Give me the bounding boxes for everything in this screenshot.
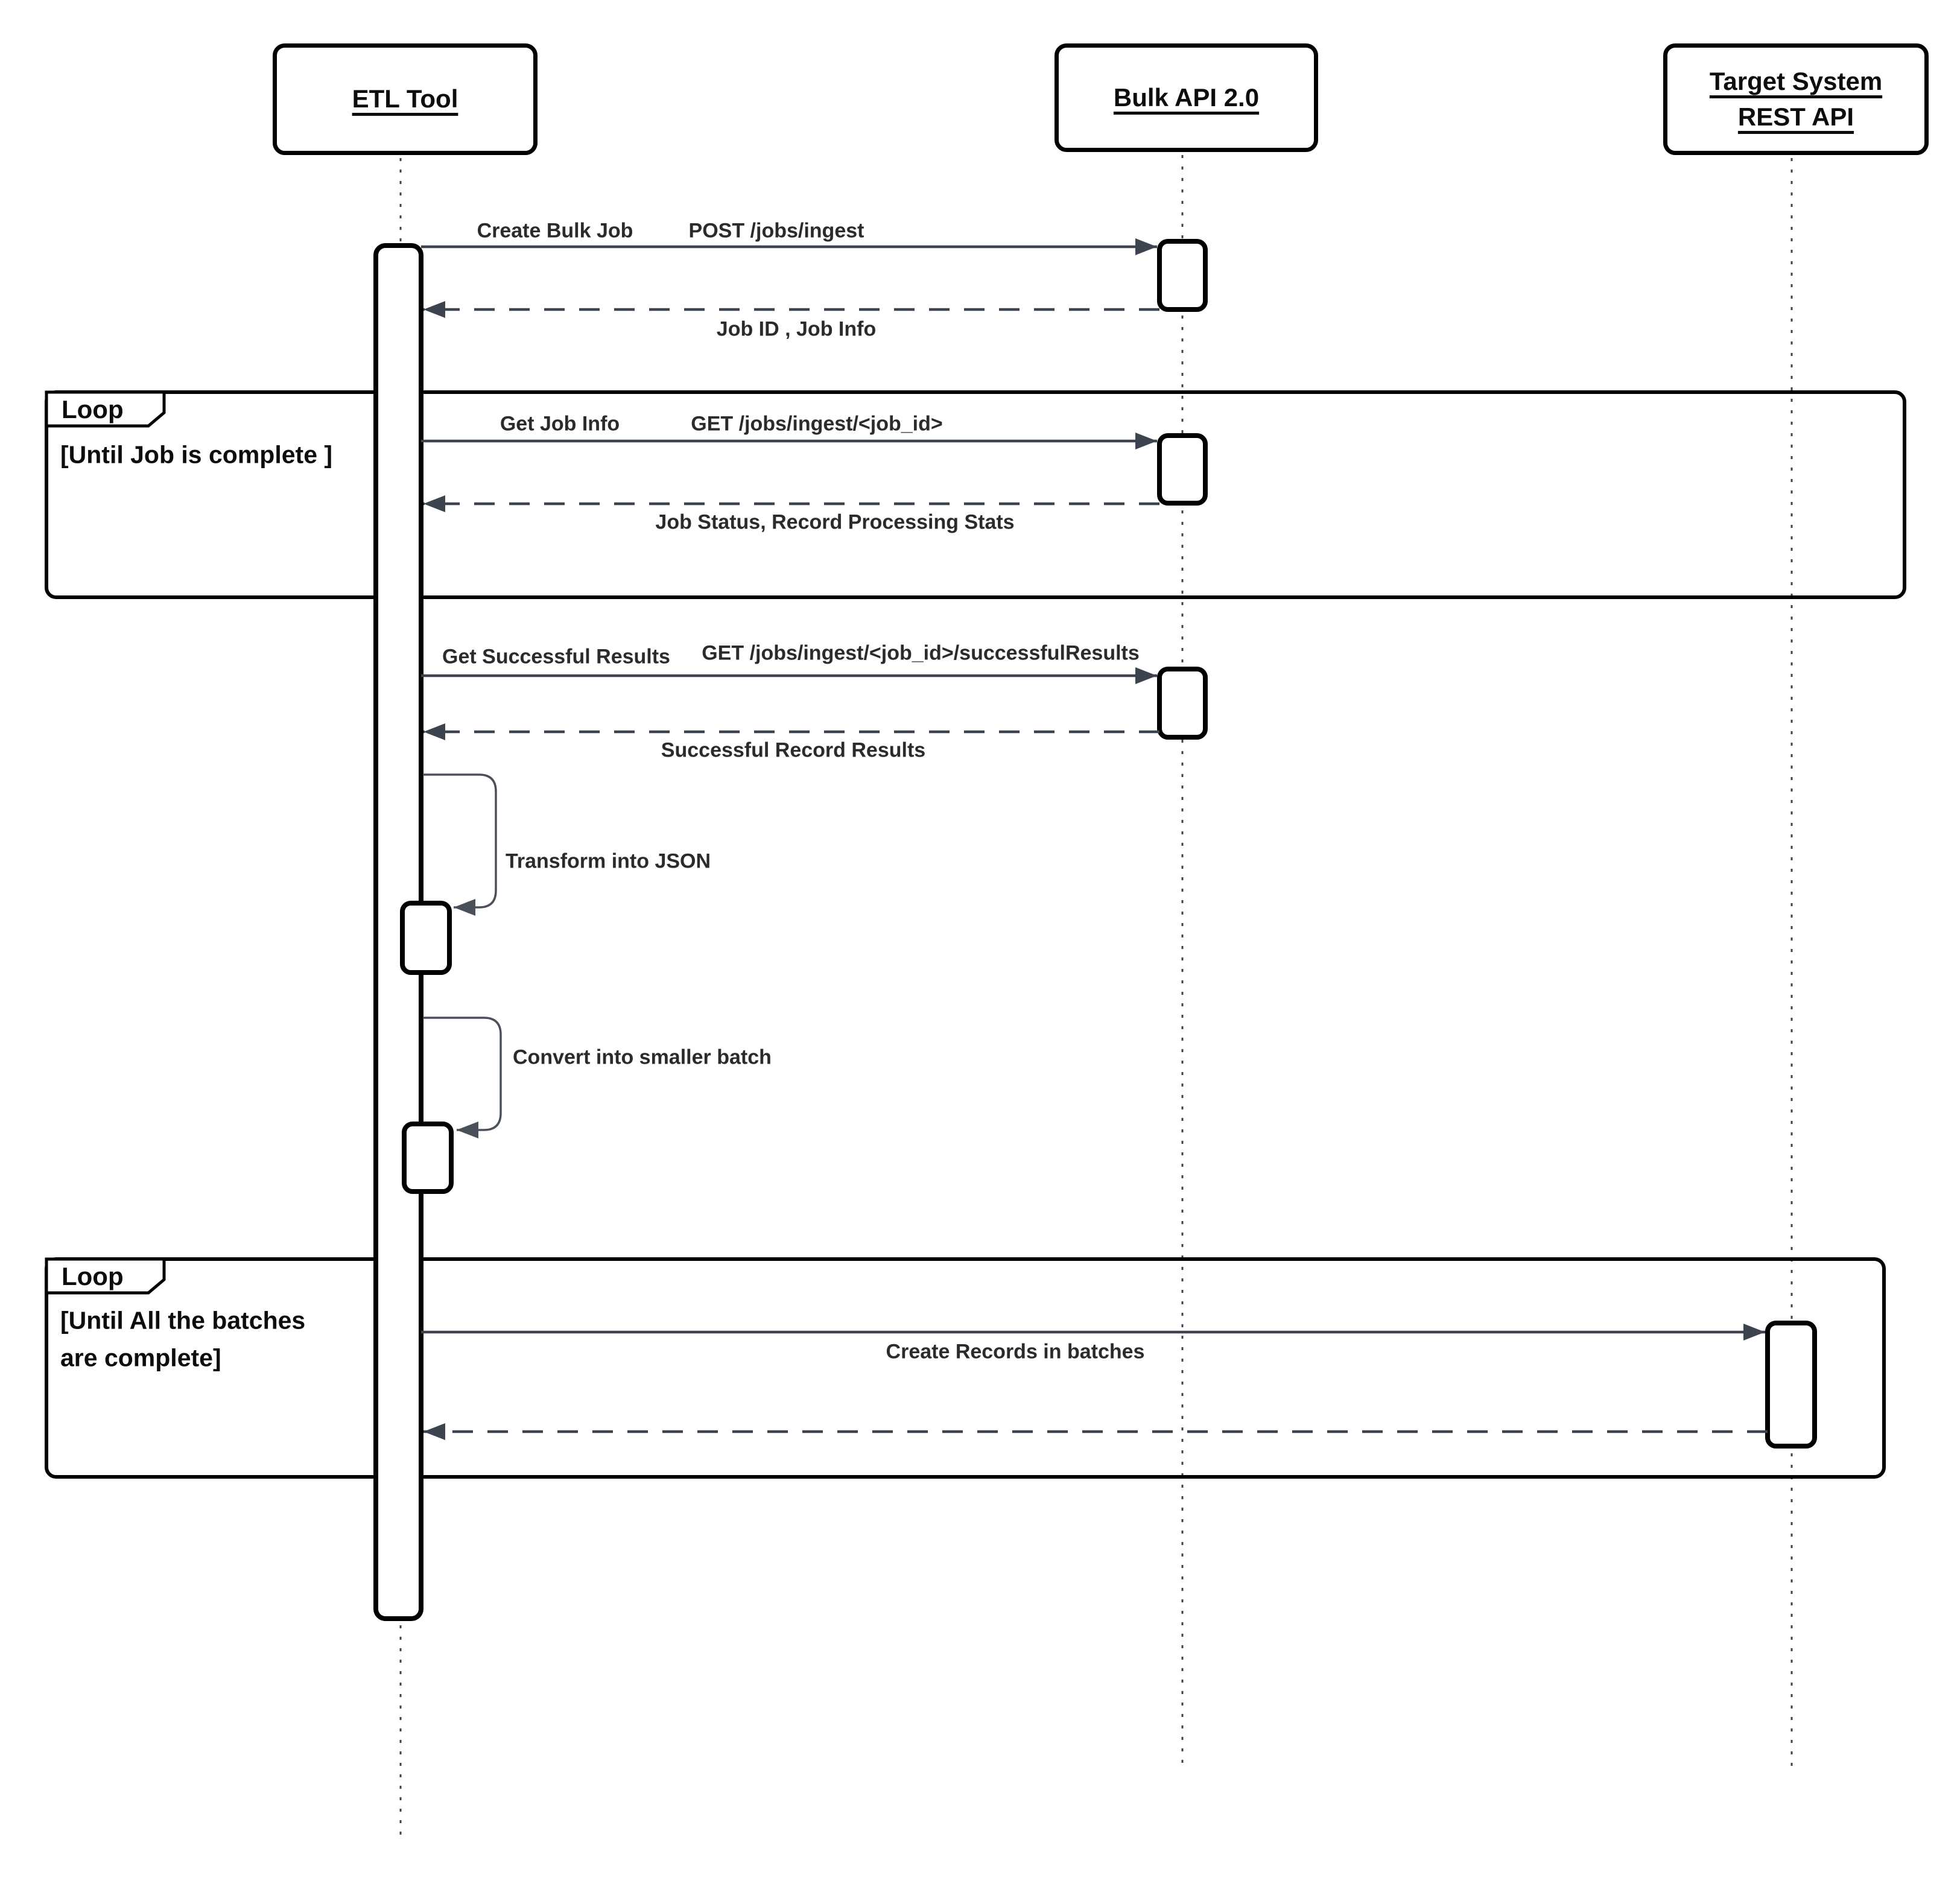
label-job-status-stats: Job Status, Record Processing Stats (655, 510, 1015, 534)
loop2-condition-line1: [Until All the batches (60, 1306, 306, 1334)
loop2-frame (45, 1257, 1886, 1479)
etl-activation-convert-batch (402, 1122, 454, 1194)
label-create-bulk-job: Create Bulk Job (477, 219, 633, 243)
actor-etl-tool: ETL Tool (273, 43, 538, 155)
label-job-id-job-info: Job ID , Job Info (716, 317, 877, 341)
bulk-activation-create-job (1157, 239, 1208, 312)
self-call-transform-json (423, 773, 497, 916)
actor-bulk-api: Bulk API 2.0 (1055, 43, 1318, 152)
label-get-jobs-ingest-job-id: GET /jobs/ingest/<job_id> (691, 412, 943, 436)
bulk-activation-get-job-info (1157, 433, 1208, 506)
actor-target-system-label-line2: REST API (1737, 102, 1854, 131)
actor-target-system-label-line1: Target System (1709, 67, 1883, 95)
actor-target-system: Target System REST API (1663, 43, 1929, 155)
label-get-successful-results: Get Successful Results (442, 645, 670, 668)
self-call-convert-batch (423, 1017, 502, 1138)
label-post-jobs-ingest: POST /jobs/ingest (688, 219, 864, 243)
loop1-tab (45, 390, 166, 428)
loop1-condition: [Until Job is complete ] (60, 440, 333, 469)
etl-activation-transform-json (400, 901, 452, 975)
actor-etl-tool-label: ETL Tool (352, 84, 458, 113)
loop2-tab (45, 1257, 166, 1295)
loop1-label: Loop (62, 395, 124, 424)
label-convert-into-smaller-batch: Convert into smaller batch (513, 1046, 772, 1069)
label-create-records-in-batches: Create Records in batches (886, 1340, 1145, 1363)
label-get-job-info: Get Job Info (500, 412, 620, 436)
loop2-label: Loop (62, 1262, 124, 1290)
label-successful-record-results: Successful Record Results (661, 738, 926, 762)
label-get-successful-results-url: GET /jobs/ingest/<job_id>/successfulResu… (702, 641, 1140, 665)
loop2-condition-line2: are complete] (60, 1344, 221, 1372)
bulk-activation-get-results (1157, 667, 1208, 740)
target-activation-create-records (1765, 1321, 1817, 1449)
actor-bulk-api-label: Bulk API 2.0 (1113, 83, 1260, 112)
loop1-frame (45, 390, 1906, 599)
label-transform-into-json: Transform into JSON (506, 849, 711, 873)
